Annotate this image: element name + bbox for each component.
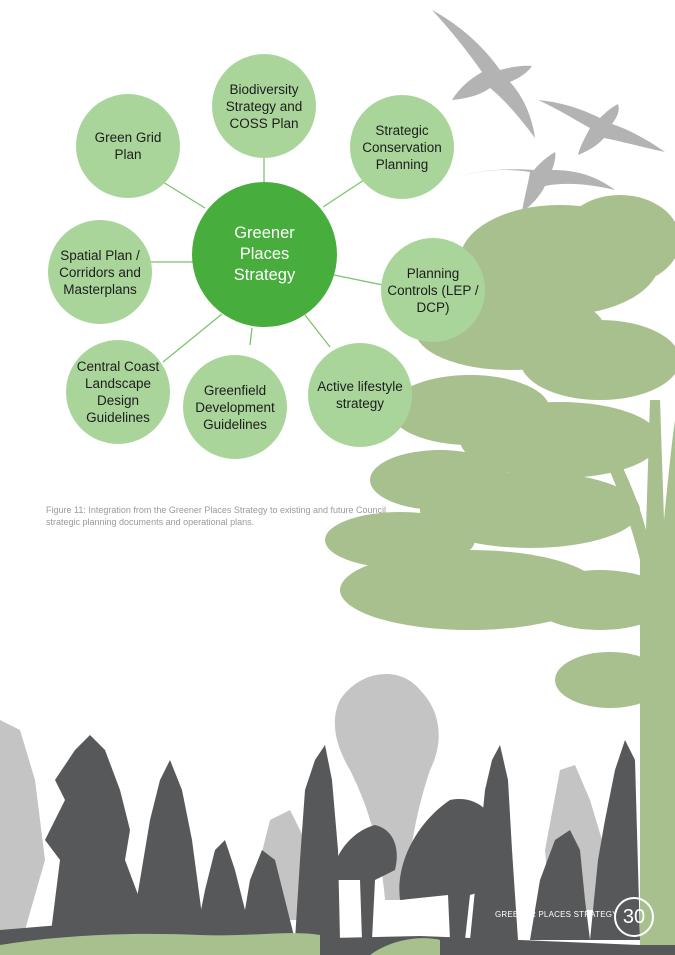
bird-3 bbox=[452, 152, 615, 212]
connector-line bbox=[162, 181, 206, 209]
connector-line bbox=[333, 274, 384, 286]
birds bbox=[432, 10, 665, 212]
green-tree-trunk bbox=[600, 400, 675, 955]
connector-line bbox=[162, 313, 223, 363]
node-planning-controls: Planning Controls (LEP / DCP) bbox=[381, 238, 485, 342]
connectors bbox=[148, 158, 384, 363]
green-tree-canopy bbox=[460, 402, 660, 478]
node-label: Strategic Conservation Planning bbox=[362, 122, 442, 172]
grass bbox=[370, 938, 440, 955]
dark-tree bbox=[240, 850, 295, 940]
bird-2 bbox=[538, 100, 665, 155]
node-label: Central Coast Landscape Design Guideline… bbox=[76, 359, 160, 425]
grey-tree bbox=[0, 720, 45, 930]
node-label: Active lifestyle strategy bbox=[317, 379, 403, 411]
grey-tree bbox=[334, 673, 439, 900]
node-label: Green Grid Plan bbox=[94, 130, 162, 162]
green-tree-canopy bbox=[530, 570, 670, 630]
bird-1 bbox=[432, 10, 535, 138]
footer-label: GREENER PLACES STRATEGY bbox=[495, 910, 618, 919]
green-tree-canopy bbox=[555, 652, 665, 708]
dark-tree bbox=[195, 840, 250, 940]
node-label: Spatial Plan / Corridors and Masterplans bbox=[59, 247, 141, 297]
dark-tree bbox=[399, 799, 501, 940]
dark-tree bbox=[130, 760, 205, 940]
green-tree-canopy bbox=[420, 472, 640, 548]
node-spatial-plan: Spatial Plan / Corridors and Masterplans bbox=[48, 220, 152, 324]
center-label: Greener Places Strategy bbox=[233, 224, 296, 284]
green-tree bbox=[325, 195, 675, 955]
dark-tree bbox=[45, 735, 140, 940]
node-label: Biodiversity Strategy and COSS Plan bbox=[225, 81, 303, 131]
dark-tree bbox=[330, 825, 397, 940]
grass bbox=[0, 933, 320, 955]
page-number-badge: 30 bbox=[614, 897, 654, 937]
node-label: Greenfield Development Guidelines bbox=[195, 382, 275, 432]
node-greenfield: Greenfield Development Guidelines bbox=[183, 355, 287, 459]
dark-tree bbox=[295, 745, 340, 940]
green-tree-canopy bbox=[560, 195, 675, 285]
dark-forest bbox=[0, 735, 675, 955]
green-tree-canopy bbox=[520, 320, 675, 400]
connector-line bbox=[322, 179, 365, 208]
node-greener-places-strategy: Greener Places Strategy bbox=[192, 182, 337, 327]
connector-line bbox=[304, 314, 331, 348]
dark-tree bbox=[530, 830, 590, 940]
node-biodiversity: Biodiversity Strategy and COSS Plan bbox=[212, 54, 316, 158]
node-green-grid: Green Grid Plan bbox=[76, 94, 180, 198]
dark-tree bbox=[470, 745, 518, 940]
connector-line bbox=[249, 327, 253, 346]
dark-tree bbox=[590, 740, 640, 940]
figure-caption: Figure 11: Integration from the Greener … bbox=[46, 505, 387, 527]
node-label: Planning Controls (LEP / DCP) bbox=[387, 265, 479, 315]
node-strategic-conservation: Strategic Conservation Planning bbox=[350, 95, 454, 199]
node-central-coast: Central Coast Landscape Design Guideline… bbox=[66, 340, 170, 444]
node-active-lifestyle: Active lifestyle strategy bbox=[308, 343, 412, 447]
